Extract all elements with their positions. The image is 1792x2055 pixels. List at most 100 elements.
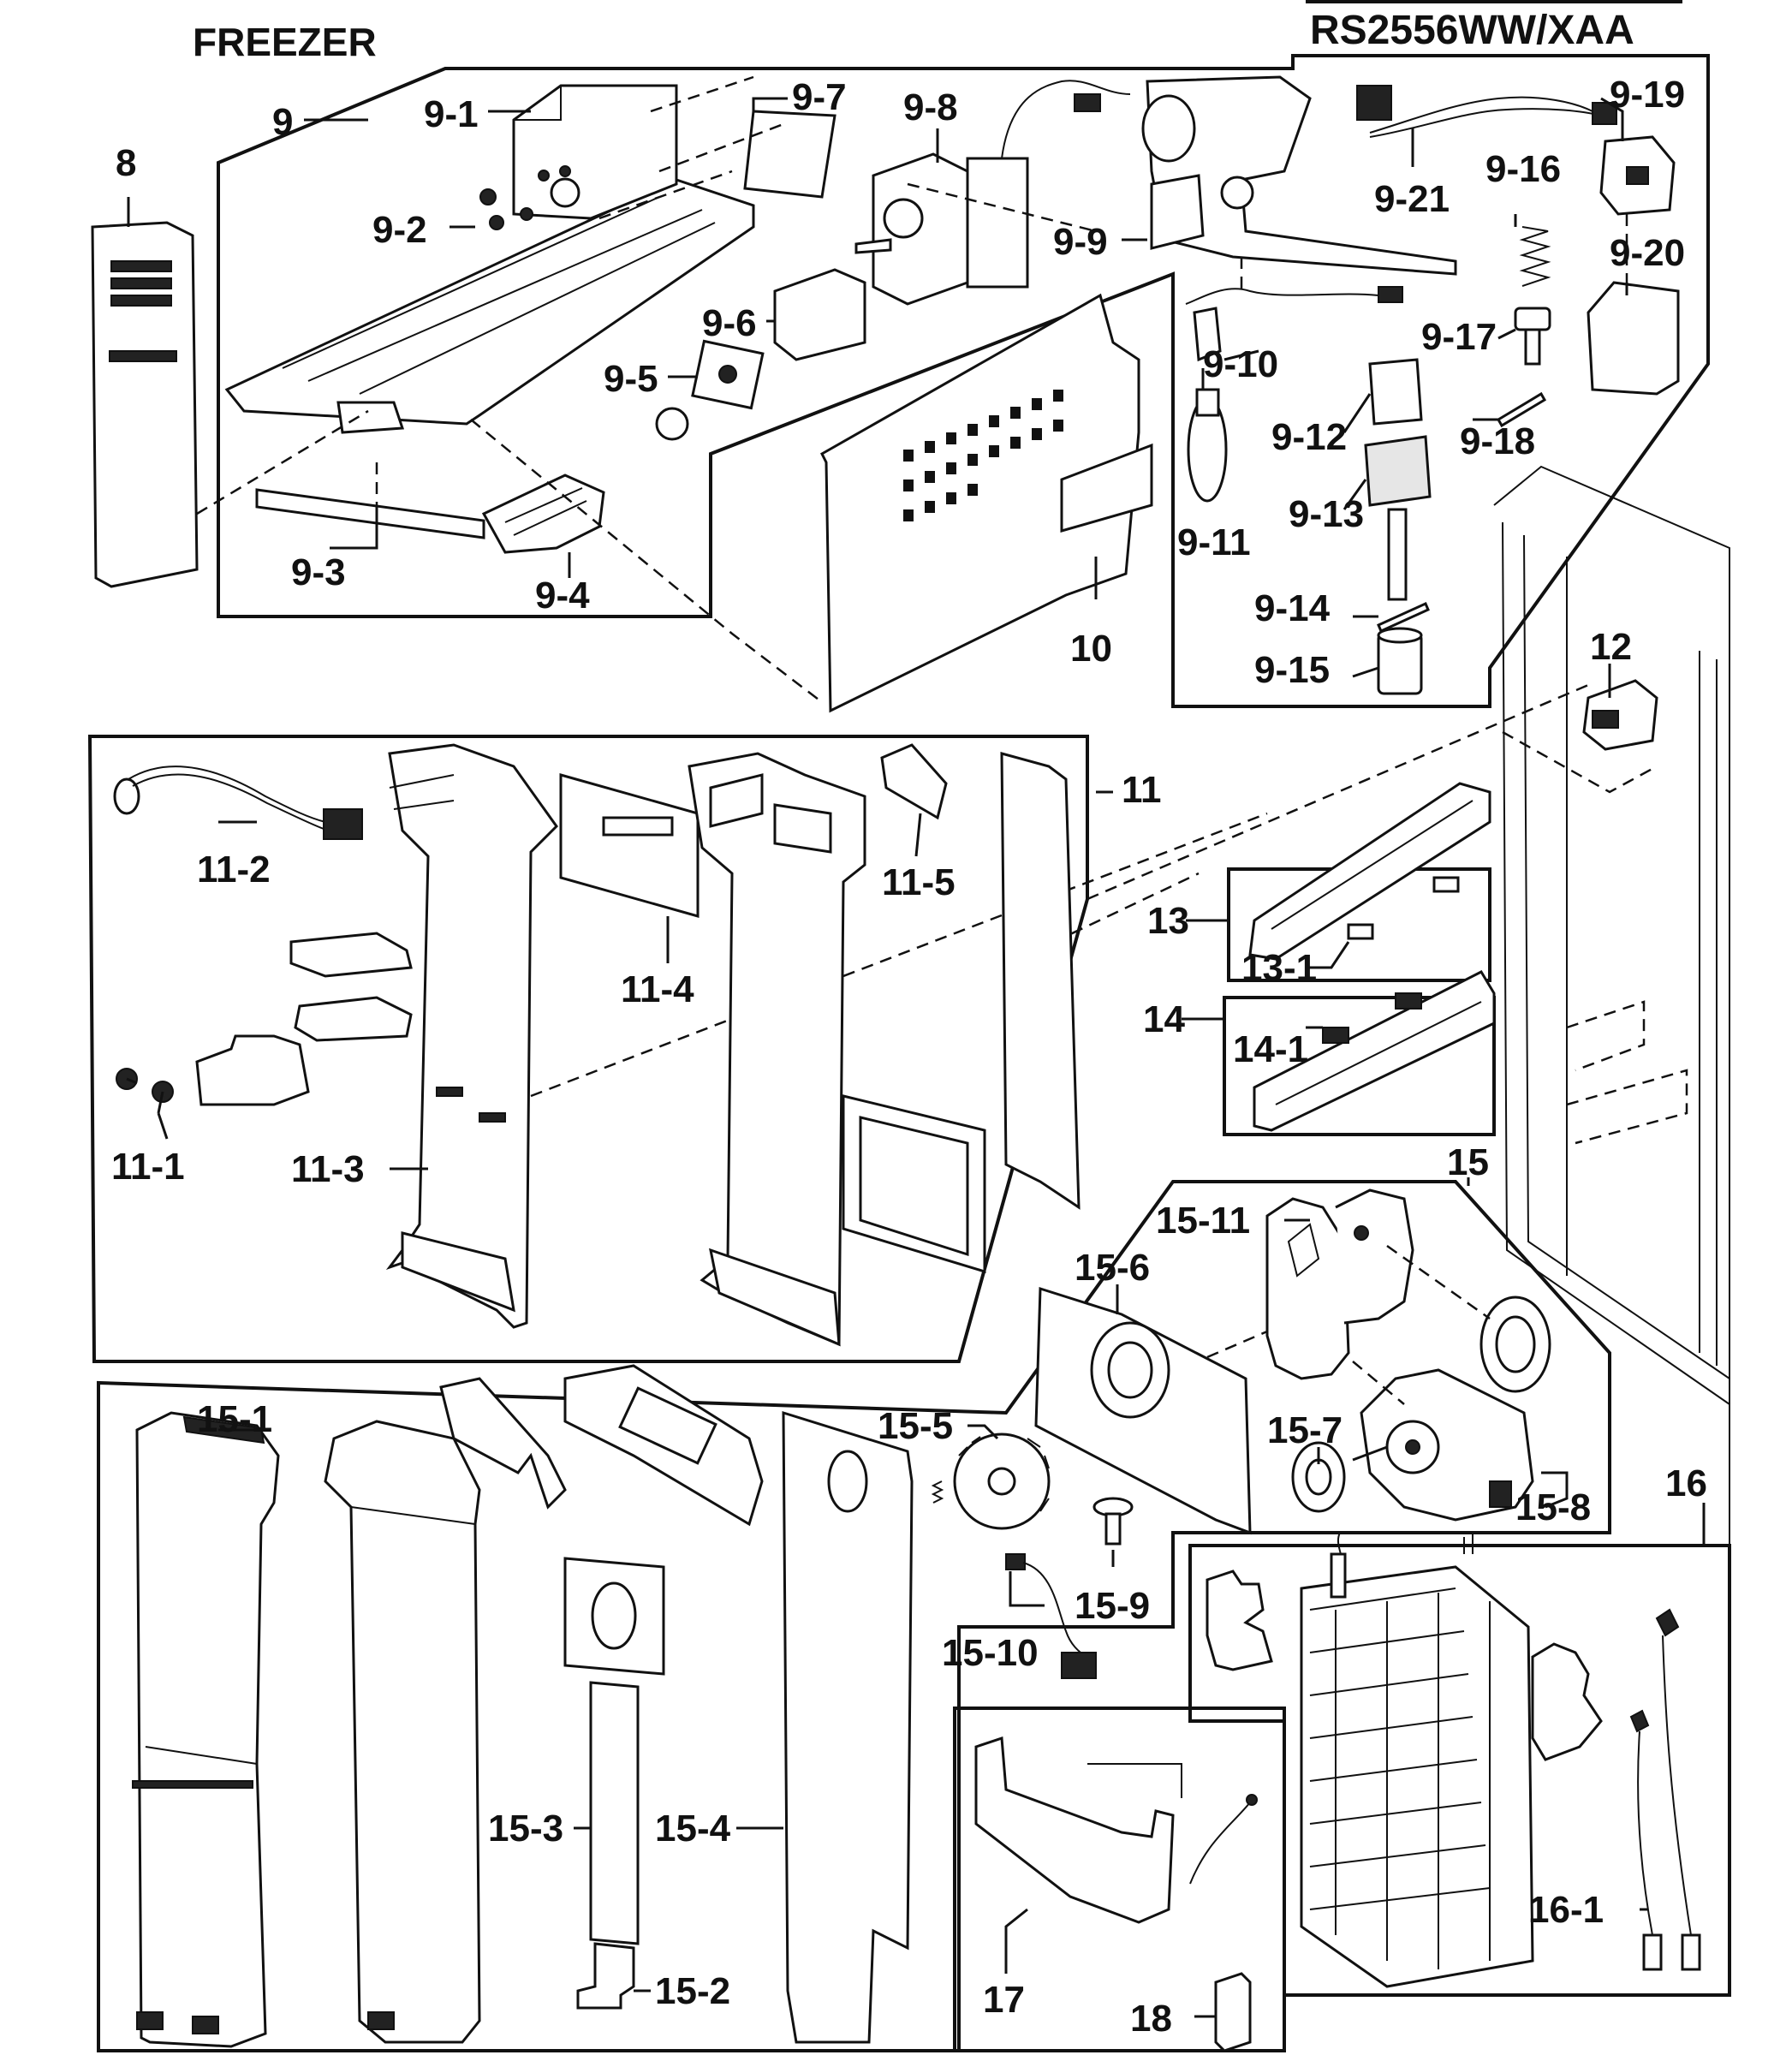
part-12-switch: [1582, 679, 1658, 751]
callout-15-6: 15-6: [1075, 1247, 1150, 1289]
part-16-holder-b: [1531, 1642, 1603, 1761]
callout-15: 15: [1447, 1141, 1489, 1183]
part-15-1-cover: [132, 1411, 280, 2048]
callout-9-14: 9-14: [1254, 587, 1331, 629]
callout-15-8: 15-8: [1515, 1486, 1591, 1528]
callout-9-2: 9-2: [372, 209, 427, 251]
callout-13-1: 13-1: [1241, 947, 1317, 989]
group-14-boundary: [1223, 996, 1496, 1136]
part-9-17-plunger: [1514, 307, 1551, 366]
callout-9-9: 9-9: [1053, 221, 1108, 263]
callout-13: 13: [1147, 900, 1189, 942]
callout-9-1: 9-1: [424, 93, 479, 135]
group-9-boundary: [217, 54, 1710, 708]
part-11-clip-a: [289, 932, 413, 978]
model-underline: [1306, 0, 1682, 3]
callout-14: 14: [1143, 998, 1185, 1040]
callout-15-10: 15-10: [942, 1632, 1039, 1674]
part-15-11-housing: [1265, 1188, 1414, 1380]
callout-16-1: 16-1: [1528, 1889, 1604, 1931]
part-9-19-switch: [1599, 135, 1676, 216]
group-15-boundary: [97, 1180, 1611, 2052]
part-9-3-bar: [255, 488, 485, 539]
callout-9-7: 9-7: [792, 76, 847, 118]
part-11-clip-b: [294, 996, 413, 1042]
part-9-1-motor-housing: [512, 84, 678, 220]
part-15-5-fan: [931, 1433, 1051, 1530]
callout-9-17: 9-17: [1421, 316, 1497, 358]
part-9-4-cup: [481, 474, 605, 554]
part-14-guide: [1253, 970, 1496, 1132]
part-11-filter-frame: [842, 1094, 986, 1274]
model-number: RS2556WW/XAA: [1310, 8, 1634, 53]
callout-12: 12: [1590, 626, 1632, 668]
part-9-14-pin: [1377, 508, 1430, 633]
part-15-bracket-b: [563, 1364, 764, 1527]
part-9-tray: [224, 178, 755, 434]
callout-9-6: 9-6: [702, 302, 757, 344]
callout-10: 10: [1070, 628, 1112, 670]
part-15-6-plate: [1034, 1286, 1252, 1535]
group-11-13-dashed-guides: [530, 683, 1658, 1098]
part-15-4-panel: [782, 1410, 914, 2044]
callout-11: 11: [1122, 769, 1162, 811]
part-11-2-sensor: [113, 765, 363, 840]
part-15-2-clip: [576, 1942, 635, 2010]
callout-9: 9: [272, 101, 293, 143]
part-8-cover: [91, 221, 199, 588]
part-15-9-pin: [1092, 1497, 1134, 1546]
part-16-1-harness: [1629, 1608, 1701, 1971]
part-18-clip: [1214, 1972, 1252, 2052]
callout-8: 8: [116, 142, 136, 184]
part-17-drain-tray: [974, 1736, 1258, 1924]
callout-11-1: 11-1: [111, 1146, 185, 1188]
callout-9-10: 9-10: [1203, 343, 1278, 385]
callout-15-7: 15-7: [1267, 1409, 1343, 1451]
callout-9-8: 9-8: [903, 86, 958, 128]
callout-15-4: 15-4: [655, 1808, 731, 1850]
callout-9-12: 9-12: [1271, 416, 1347, 458]
callout-9-19: 9-19: [1610, 74, 1685, 116]
part-11-strip: [1000, 752, 1081, 1210]
part-9-18-rod: [1496, 391, 1547, 428]
callout-15-11: 15-11: [1156, 1200, 1250, 1242]
callout-9-16: 9-16: [1485, 148, 1561, 190]
part-16-evaporator: [1300, 1532, 1534, 1988]
part-15-ring: [1479, 1296, 1551, 1393]
part-9-2-screws: [479, 188, 533, 230]
part-11-clip-c: [195, 1034, 310, 1106]
part-9-6-bracket: [773, 268, 866, 361]
part-11-5-clip: [880, 743, 948, 820]
group-9-dashed-guides: [196, 75, 1628, 703]
part-16-holder-a: [1206, 1570, 1273, 1671]
callout-9-20: 9-20: [1610, 232, 1685, 274]
callout-11-4: 11-4: [621, 968, 694, 1010]
part-15-bracket-a: [439, 1377, 567, 1510]
callout-17: 17: [983, 1979, 1025, 2021]
part-9-20-guard: [1587, 281, 1680, 396]
part-9-5-bushing: [655, 339, 765, 441]
group-15-dashed-guides: [1206, 1244, 1491, 1405]
part-15-cover-b: [324, 1420, 481, 2044]
callout-11-5: 11-5: [882, 861, 956, 903]
callout-11-3: 11-3: [291, 1148, 365, 1190]
part-10-panel: [820, 293, 1153, 713]
part-9-11-bulb: [1187, 388, 1228, 503]
group-17-boundary: [953, 1707, 1286, 2052]
callout-9-5: 9-5: [604, 358, 658, 400]
callout-18: 18: [1130, 1998, 1172, 2040]
section-title: FREEZER: [193, 20, 377, 64]
part-15-7-grommet: [1291, 1441, 1346, 1513]
callout-15-3: 15-3: [488, 1808, 563, 1850]
part-9-15-cap: [1377, 627, 1423, 695]
part-9-12-solenoid: [1368, 358, 1423, 426]
callout-9-21: 9-21: [1374, 178, 1450, 220]
leader-lines: [127, 97, 1706, 2018]
callout-labels: 8 9 9-1 9-2 9-3 9-4 9-5 9-6 9-7 9-8 9-9 …: [111, 74, 1707, 2040]
part-9-16-spring: [1519, 226, 1551, 287]
part-11-4-plate: [559, 773, 700, 918]
part-15-10-wire: [1005, 1553, 1097, 1679]
cabinet-outline: [1493, 465, 1730, 1760]
